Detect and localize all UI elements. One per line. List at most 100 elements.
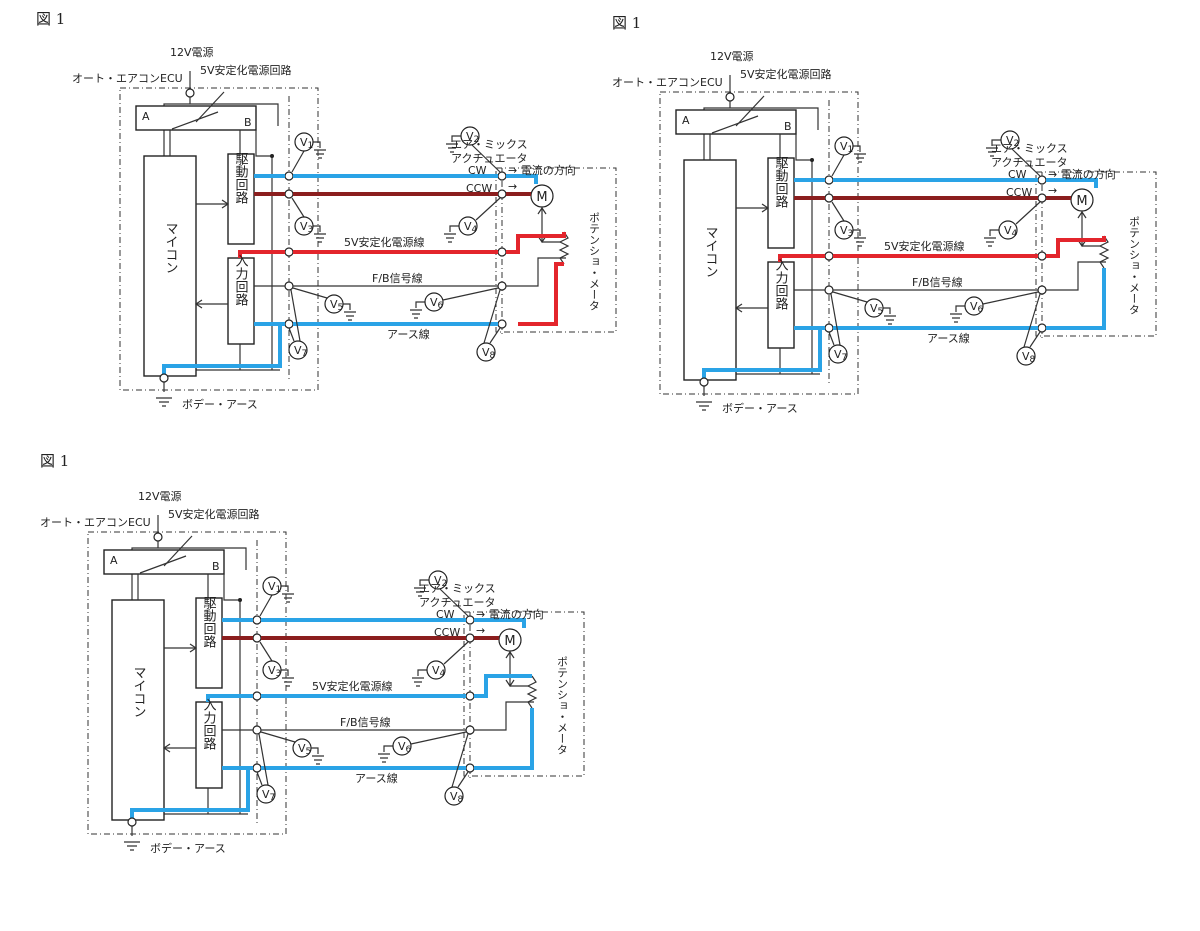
voltmeter-label: V4 <box>1004 224 1018 239</box>
label-ccw: CCW <box>434 626 460 639</box>
voltmeter-v4: V4 <box>412 641 469 687</box>
label-arrow: → <box>508 180 517 193</box>
label-input-circuit: 入力回路 <box>773 258 789 310</box>
voltmeter-v7: V7 <box>288 289 308 360</box>
label-current-direction: → 電流の方向 <box>1048 167 1116 181</box>
label-5v-line: 5V安定化電源線 <box>312 679 393 693</box>
wire-segment <box>222 618 526 628</box>
label-5v-regulator: 5V安定化電源回路 <box>168 507 260 521</box>
voltmeter-v7: V7 <box>256 733 276 804</box>
label-fb-line: F/B信号線 <box>372 271 423 285</box>
power-terminal <box>185 88 195 98</box>
label-ecu: オート・エアコンECU <box>40 516 151 529</box>
label-micom: マイコン <box>163 222 178 274</box>
voltmeter-v6: V6 <box>378 731 467 763</box>
voltmeter-label: V1 <box>268 580 281 595</box>
potentiometer-resistor <box>526 675 538 709</box>
drive-circuit-block <box>227 153 255 245</box>
body-earth-terminal <box>159 373 169 383</box>
label-arrow: → <box>476 624 485 637</box>
label-potentiometer: ポテンショ・メータ <box>556 656 569 755</box>
label-block-a: A <box>682 114 690 127</box>
label-body-earth: ボデー・アース <box>722 401 798 415</box>
label-potentiometer: ポテンショ・メータ <box>588 212 601 311</box>
label-block-b: B <box>244 116 252 129</box>
power-terminal <box>725 92 735 102</box>
voltmeter-label: V2 <box>466 130 479 145</box>
label-fb-line: F/B信号線 <box>912 275 963 289</box>
voltmeter-v3: V3 <box>831 201 866 247</box>
voltmeter-label: V3 <box>840 224 853 239</box>
drive-circuit-block <box>767 157 795 249</box>
wire-segment <box>238 232 566 258</box>
voltmeter-v8: V8 <box>444 733 469 806</box>
voltmeter-v4: V4 <box>444 197 501 243</box>
voltmeter-v3: V3 <box>291 197 326 243</box>
label-body-earth: ボデー・アース <box>182 397 258 411</box>
potentiometer-resistor <box>558 231 570 265</box>
label-input-circuit: 入力回路 <box>201 698 217 750</box>
voltmeter-v4: V4 <box>984 201 1041 247</box>
label-actuator-1: エア・ミックス <box>451 138 528 151</box>
label-12v: 12V電源 <box>170 45 214 59</box>
voltmeter-label: V7 <box>834 348 847 363</box>
drive-circuit-block <box>195 597 223 689</box>
label-actuator-1: エア・ミックス <box>991 142 1068 155</box>
voltmeter-v1: V1 <box>259 576 294 617</box>
regulator-block <box>675 109 797 135</box>
micom-block <box>143 155 197 377</box>
voltmeter-label: V5 <box>870 302 883 317</box>
voltmeter-label: V5 <box>330 298 343 313</box>
figure-panel-1: 図 1 <box>36 0 617 440</box>
label-5v-regulator: 5V安定化電源回路 <box>740 67 832 81</box>
label-5v-line: 5V安定化電源線 <box>344 235 425 249</box>
voltmeter-label: V4 <box>432 664 446 679</box>
wire-segment <box>206 674 532 702</box>
label-arrow: → <box>1048 184 1057 197</box>
wire-segment <box>162 324 282 374</box>
label-block-a: A <box>142 110 150 123</box>
label-current-direction: → 電流の方向 <box>476 607 544 621</box>
voltmeter-v2: V2 <box>414 570 469 617</box>
label-drive-circuit: 駆動回路 <box>233 152 249 204</box>
voltmeter-label: V2 <box>1006 134 1019 149</box>
voltmeter-v6: V6 <box>410 287 499 319</box>
micom-block <box>111 599 165 821</box>
label-ccw: CCW <box>466 182 492 195</box>
voltmeter-label: V1 <box>840 140 853 155</box>
motor-label: M <box>504 634 515 649</box>
voltmeter-label: V4 <box>464 220 478 235</box>
voltmeter-v6: V6 <box>950 291 1039 323</box>
label-12v: 12V電源 <box>138 489 182 503</box>
label-actuator-2: アクチュエータ <box>419 596 495 609</box>
wire-segment <box>702 328 822 378</box>
input-circuit-block <box>767 261 795 349</box>
label-block-b: B <box>212 560 220 573</box>
voltmeter-v2: V2 <box>446 126 501 173</box>
wire-segment <box>794 178 1098 188</box>
label-body-earth: ボデー・アース <box>150 841 226 855</box>
voltmeter-v1: V1 <box>291 132 326 173</box>
figure-panel-2: 図 1 <box>612 6 1172 446</box>
voltmeter-label: V8 <box>1022 350 1036 365</box>
label-micom: マイコン <box>703 226 718 278</box>
voltmeter-label: V6 <box>430 296 444 311</box>
label-earth-line: アース線 <box>387 327 430 341</box>
voltmeter-v8: V8 <box>1016 293 1041 366</box>
figure-title: 図 1 <box>612 14 642 32</box>
label-ecu: オート・エアコンECU <box>612 76 723 89</box>
voltmeter-label: V7 <box>294 344 307 359</box>
label-block-a: A <box>110 554 118 567</box>
power-terminal <box>153 532 163 542</box>
label-earth-line: アース線 <box>927 331 970 345</box>
voltmeter-label: V3 <box>300 220 313 235</box>
voltmeter-label: V8 <box>450 790 464 805</box>
label-actuator-2: アクチュエータ <box>991 156 1067 169</box>
motor-label: M <box>536 190 547 205</box>
voltmeter-v7: V7 <box>828 293 848 364</box>
voltmeter-label: V8 <box>482 346 496 361</box>
voltmeter-label: V5 <box>298 742 311 757</box>
figure-panel-3: 図 1 <box>40 450 600 890</box>
